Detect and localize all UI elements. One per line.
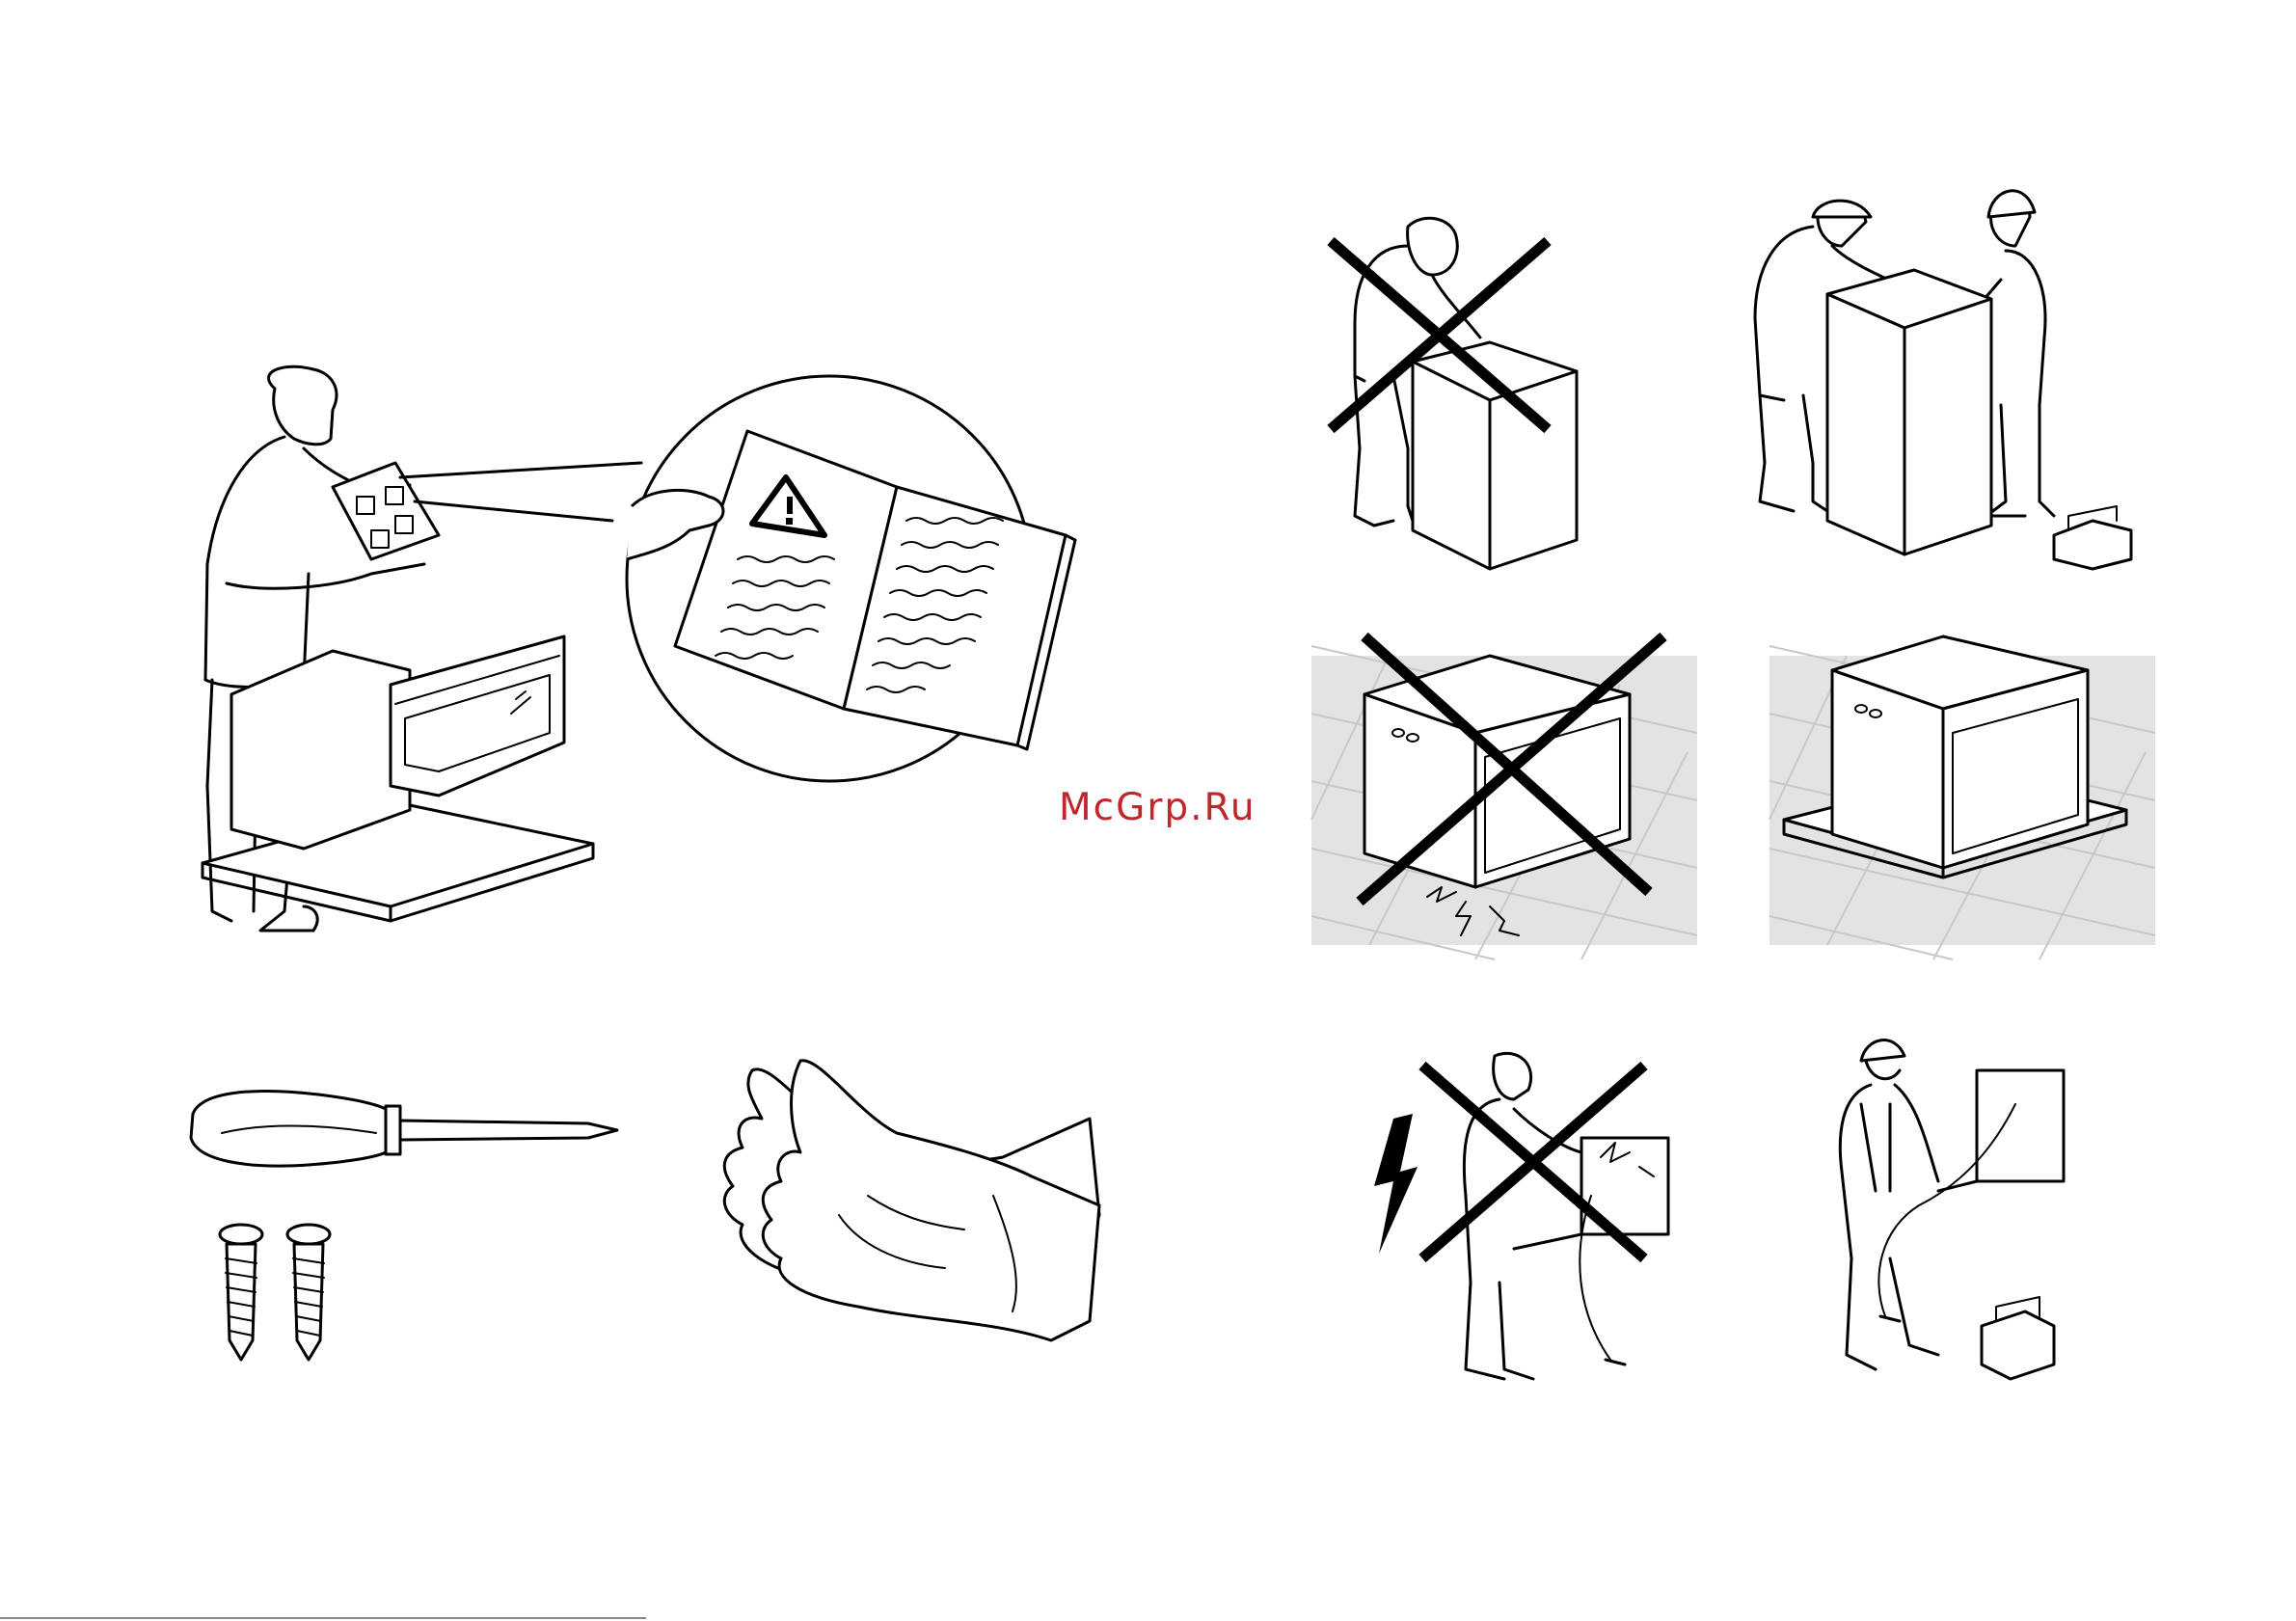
lightning-icon <box>1374 1114 1418 1254</box>
lift-alone-illustration <box>1316 207 1606 574</box>
tools-illustration <box>183 1080 636 1360</box>
toolbox-icon <box>2054 506 2131 569</box>
lift-two-people-illustration <box>1736 174 2141 579</box>
electric-professional-illustration <box>1823 1027 2112 1393</box>
oven-on-floor-panel <box>1311 627 1697 974</box>
watermark: McGrp.Ru <box>1059 786 1256 829</box>
read-manual-illustration <box>188 342 1094 950</box>
lift-two-people-panel <box>1736 174 2141 579</box>
screw-icon <box>220 1225 262 1360</box>
electric-untrained-illustration <box>1360 1041 1678 1408</box>
tools-panel <box>183 1080 636 1360</box>
oven-icon <box>1364 656 1630 887</box>
oven-icon <box>1832 636 2088 868</box>
box-icon <box>1827 270 1991 554</box>
gloves-icon <box>724 1061 1099 1340</box>
oven-on-pad-illustration <box>1769 627 2155 974</box>
oven-on-floor-illustration <box>1311 627 1697 974</box>
person-icon <box>1464 1053 1581 1379</box>
read-manual-panel <box>188 342 1094 950</box>
electrical-box-icon <box>1878 1070 2064 1321</box>
gloves-panel <box>704 1061 1109 1350</box>
oven-icon <box>203 636 593 921</box>
electric-untrained-panel <box>1360 1041 1678 1408</box>
toolbox-icon <box>1982 1297 2054 1379</box>
electric-professional-panel <box>1823 1027 2112 1393</box>
oven-on-pad-panel <box>1769 627 2155 974</box>
lift-alone-panel <box>1316 207 1606 574</box>
gloves-illustration <box>704 1061 1109 1350</box>
screwdriver-icon <box>191 1092 617 1167</box>
footer-rule <box>0 1617 646 1619</box>
screw-icon <box>287 1225 330 1360</box>
